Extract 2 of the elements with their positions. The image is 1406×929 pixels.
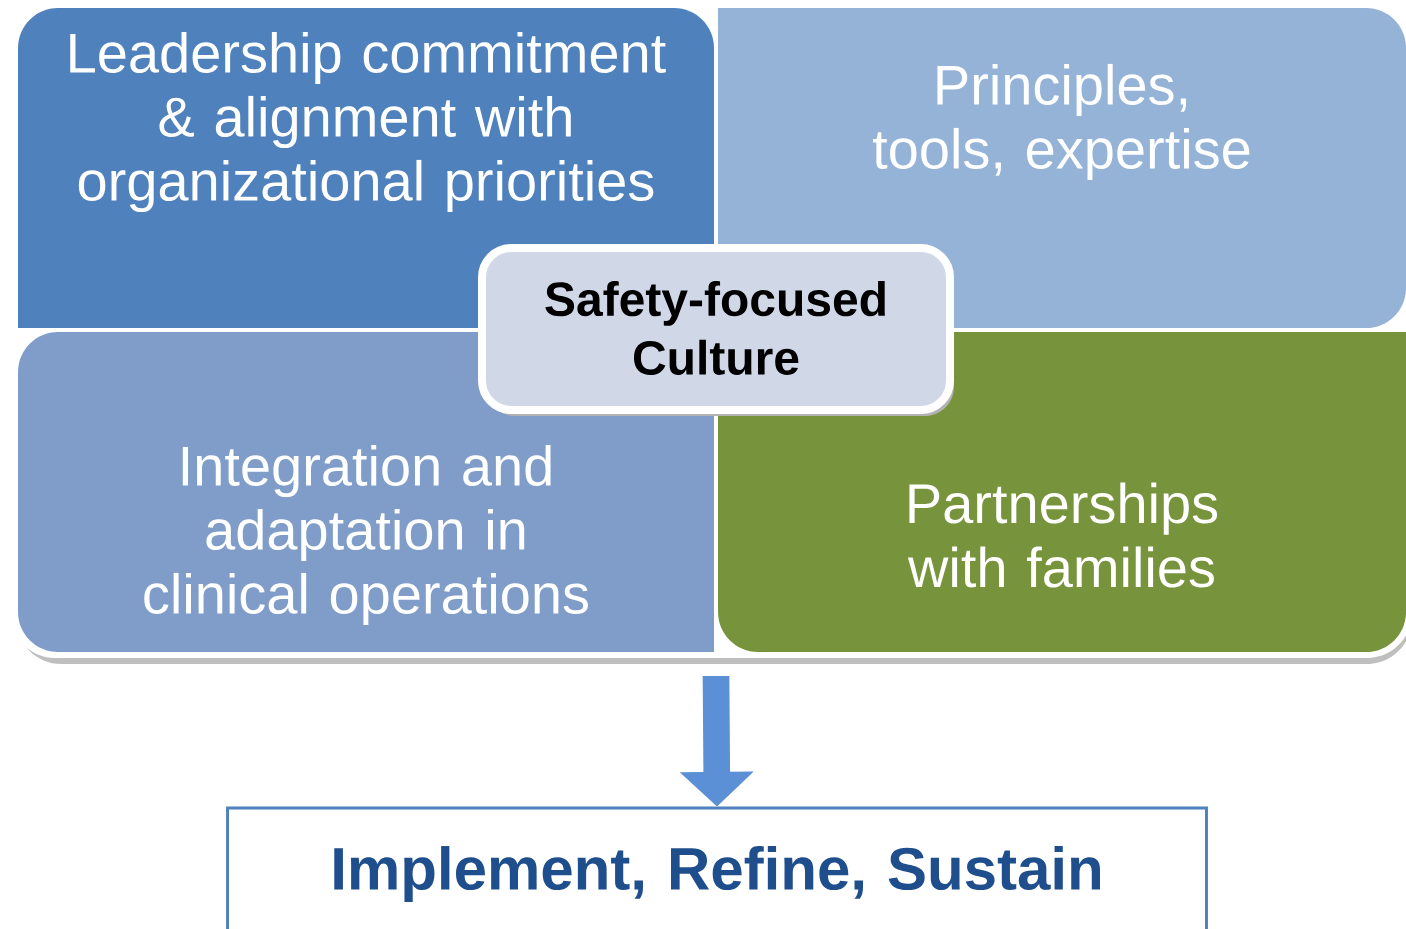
center-box: Safety-focused Culture <box>478 244 954 416</box>
result-box: Implement, Refine, Sustain <box>226 806 1208 929</box>
